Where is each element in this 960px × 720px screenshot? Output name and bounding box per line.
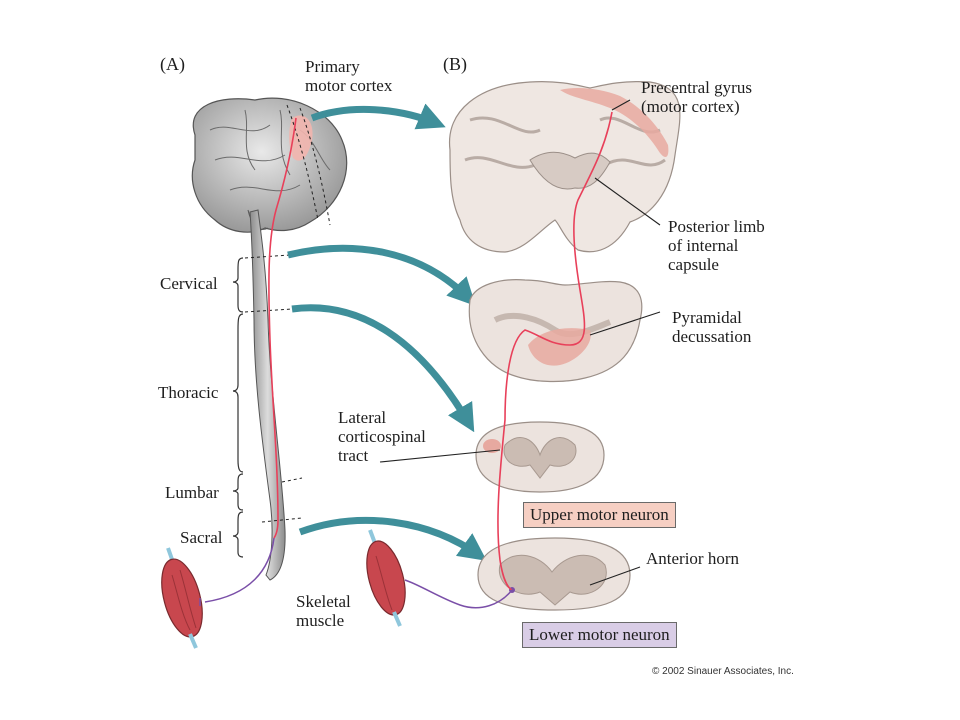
upper-motor-neuron-box: Upper motor neuron (523, 502, 676, 528)
brain-lateral-view (191, 97, 348, 233)
arrow-cervical (291, 304, 475, 433)
spinal-cord (244, 209, 303, 581)
arrow-medulla (287, 244, 476, 307)
region-brackets (232, 257, 244, 558)
arrow-cortex (310, 103, 446, 130)
arrow-sacral (298, 516, 487, 561)
label-anterior-horn: Anterior horn (646, 549, 740, 568)
label-pyramidal-decussation: Pyramidal decussation (672, 308, 752, 346)
label-posterior-limb: Posterior limb of internal capsule (668, 217, 765, 274)
label-precentral-gyrus: Precentral gyrus (motor cortex) (641, 78, 752, 116)
coronal-brain-section (448, 81, 681, 253)
skeletal-muscle-b (366, 529, 406, 627)
leader-lines (379, 99, 661, 586)
label-lateral-corticospinal: Lateral corticospinal tract (338, 408, 426, 465)
sacral-cord-section (477, 537, 631, 611)
skeletal-muscle-a (161, 547, 203, 649)
upper-neuron-path-b (497, 111, 613, 591)
lower-neuron-path-b (404, 579, 513, 609)
cervical-cord-section (475, 421, 605, 493)
panel-label-b: (B) (443, 54, 467, 74)
region-lumbar: Lumbar (165, 483, 219, 502)
label-skeletal-muscle: Skeletal muscle (296, 592, 351, 630)
region-sacral: Sacral (180, 528, 223, 547)
region-cervical: Cervical (160, 274, 218, 293)
medulla-section (468, 279, 643, 383)
lower-motor-neuron-box: Lower motor neuron (522, 622, 677, 648)
region-thoracic: Thoracic (158, 383, 219, 402)
copyright-notice: © 2002 Sinauer Associates, Inc. (652, 666, 794, 677)
lower-neuron-path-a (204, 537, 275, 603)
upper-neuron-path-a (268, 117, 297, 539)
panel-label-a: (A) (160, 54, 185, 74)
label-primary-motor-cortex: Primary motor cortex (305, 57, 393, 95)
